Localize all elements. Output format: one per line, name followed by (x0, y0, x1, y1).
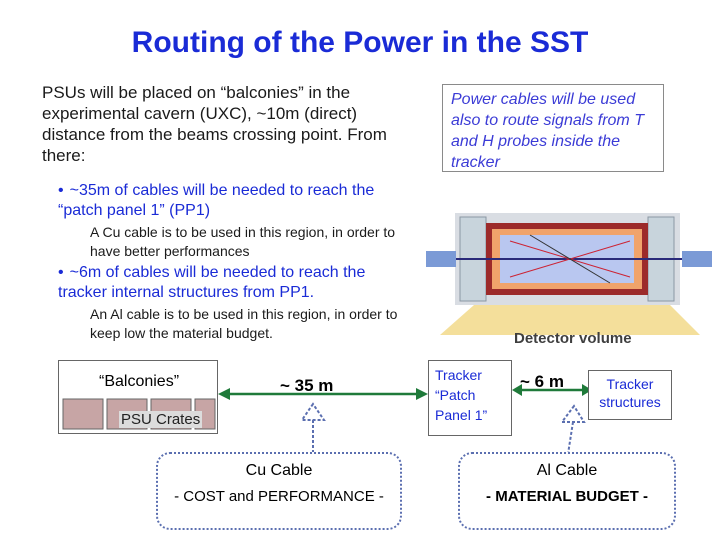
tracker-structures-box: Tracker structures (588, 370, 672, 420)
beam-pipe-right (682, 251, 712, 267)
intro-paragraph: PSUs will be placed on “balconies” in th… (42, 82, 422, 166)
cu-cable-box: Cu Cable - COST and PERFORMANCE - (156, 452, 402, 530)
cu-cable-arrow (300, 402, 326, 454)
al-cable-note: - MATERIAL BUDGET - (486, 488, 648, 505)
detector-diagram (426, 213, 712, 335)
detector-cone (440, 305, 700, 335)
bullet-dot-icon: • (58, 182, 64, 199)
bullet-1: •~35m of cables will be needed to reach … (58, 181, 418, 221)
distance-35m-label: ~ 35 m (280, 376, 334, 395)
page-title: Routing of the Power in the SST (131, 26, 589, 59)
beam-pipe-left (426, 251, 456, 267)
cu-cable-label: Cu Cable (245, 462, 313, 479)
intro-text: PSUs will be placed on “balconies” in th… (42, 83, 387, 165)
arrow-6m (512, 384, 592, 396)
distance-6m-label: ~ 6 m (520, 372, 564, 391)
bullet-1-text: ~35m of cables will be needed to reach t… (58, 182, 375, 219)
pp1-box: Tracker “Patch Panel 1” (428, 360, 512, 436)
bullet-2: •~6m of cables will be needed to reach t… (58, 263, 418, 303)
balconies-box: “Balconies” PSU Crates (58, 360, 218, 434)
balconies-label: “Balconies” (98, 373, 180, 390)
track-line (529, 234, 611, 284)
bullet-dot-icon: • (58, 264, 64, 281)
al-cable-label: Al Cable (536, 462, 598, 479)
bullet-2-text: ~6m of cables will be needed to reach th… (58, 264, 366, 301)
al-cable-box: Al Cable - MATERIAL BUDGET - (458, 452, 676, 530)
arrow-35m (218, 388, 428, 400)
al-cable-arrow (560, 404, 586, 455)
bullet-2-sub: An Al cable is to be used in this region… (90, 306, 398, 341)
detector-volume-label: Detector volume (514, 330, 632, 347)
cu-cable-note: - COST and PERFORMANCE - (174, 488, 384, 505)
bullet-1-sub: A Cu cable is to be used in this region,… (90, 224, 396, 259)
psu-crates-label: PSU Crates (119, 411, 203, 428)
note-box: Power cables will be used also to route … (442, 84, 664, 172)
